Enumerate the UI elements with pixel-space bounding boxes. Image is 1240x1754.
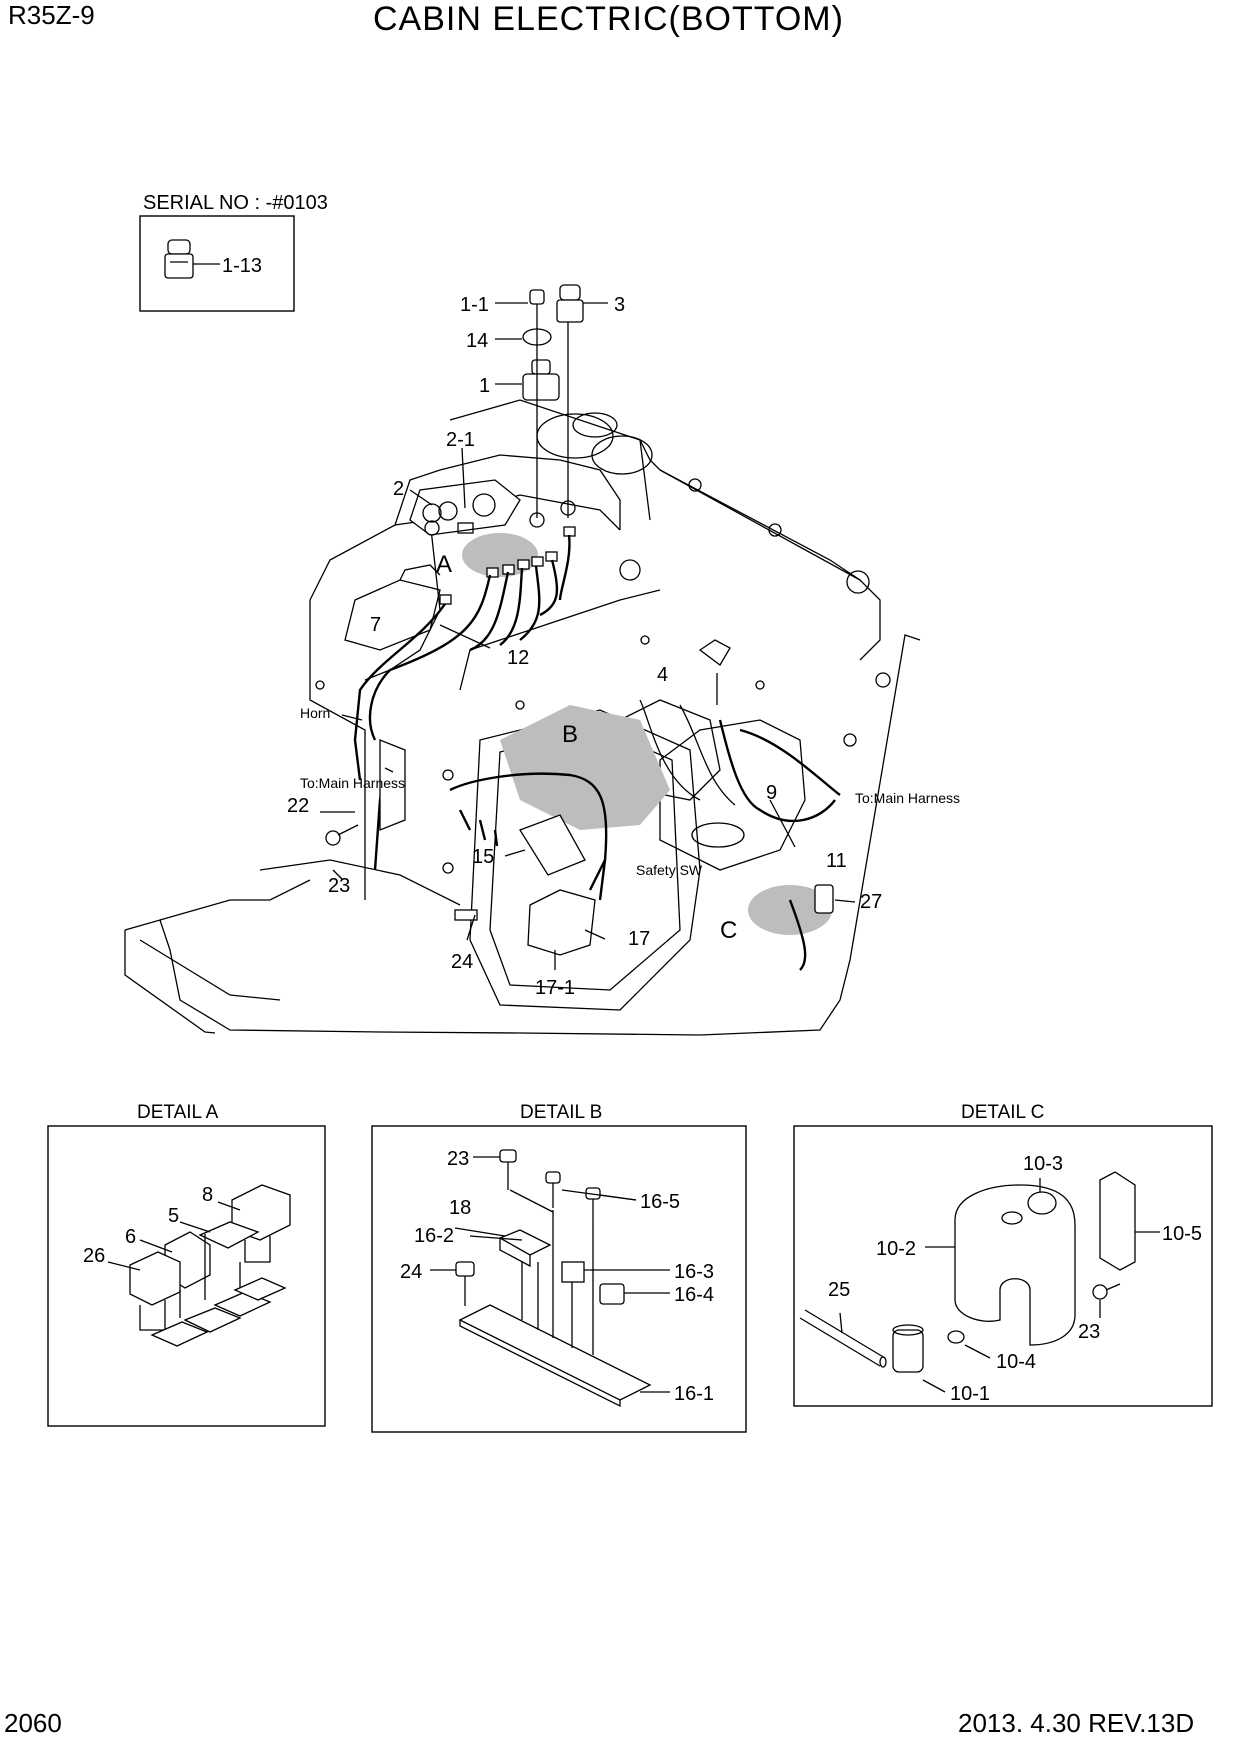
detail-b-label-16-2: 16-2 — [414, 1225, 454, 1247]
detail-a-label-6: 6 — [125, 1226, 136, 1248]
serial-frame — [139, 215, 295, 312]
label-3: 3 — [614, 294, 625, 316]
detail-b-label-23: 23 — [447, 1148, 469, 1170]
label-22: 22 — [287, 795, 309, 817]
detail-area-b — [500, 705, 670, 830]
note-safety-sw: Safety SW — [636, 862, 703, 878]
serial-caption: SERIAL NO : -#0103 — [143, 192, 328, 214]
washer-pump-icon — [892, 1329, 924, 1373]
label-14: 14 — [466, 330, 488, 352]
detail-a-label-5: 5 — [168, 1205, 179, 1227]
starter-switch-icon — [522, 359, 560, 401]
detail-b-label-16-4: 16-4 — [674, 1284, 714, 1306]
marker-a: A — [436, 551, 452, 578]
detail-a-frame — [47, 1125, 326, 1427]
detail-c-label-10-3: 10-3 — [1023, 1153, 1063, 1175]
model-code: R35Z-9 — [8, 0, 95, 30]
detail-c-label-23: 23 — [1078, 1321, 1100, 1343]
detail-b-label-16-3: 16-3 — [674, 1261, 714, 1283]
label-9: 9 — [766, 782, 777, 804]
detail-area-a — [462, 533, 538, 577]
label-1-13: 1-13 — [222, 255, 262, 277]
label-27: 27 — [860, 891, 882, 913]
detail-c-label-10-4: 10-4 — [996, 1351, 1036, 1373]
leader-lines — [320, 302, 856, 970]
detail-area-c — [748, 885, 832, 935]
detail-b-label-16-1: 16-1 — [674, 1383, 714, 1405]
ignition-switch-icon — [164, 239, 194, 279]
label-12: 12 — [507, 647, 529, 669]
label-23-main: 23 — [328, 875, 350, 897]
detail-b: DETAIL B — [371, 1102, 747, 1433]
detail-b-label-24: 24 — [400, 1261, 422, 1283]
detail-c-label-25: 25 — [828, 1279, 850, 1301]
note-to-main-harness-right: To:Main Harness — [855, 790, 960, 806]
detail-b-caption: DETAIL B — [520, 1102, 602, 1123]
detail-a: DETAIL A 8 5 6 26 — [47, 1102, 326, 1427]
label-11: 11 — [826, 850, 847, 872]
label-2: 2 — [393, 478, 404, 500]
revision-date: 2013. 4.30 REV.13D — [958, 1708, 1195, 1738]
detail-a-label-8: 8 — [202, 1184, 213, 1206]
detail-b-label-16-5: 16-5 — [640, 1191, 680, 1213]
label-7: 7 — [370, 614, 381, 636]
key-icon — [529, 289, 545, 322]
bolt-icon — [545, 1171, 561, 1208]
label-1: 1 — [479, 375, 490, 397]
detail-b-frame — [371, 1125, 747, 1433]
note-to-main-harness-left: To:Main Harness — [300, 775, 405, 791]
label-4: 4 — [657, 664, 668, 686]
marker-c: C — [720, 917, 737, 944]
bolt-icon — [455, 1261, 475, 1306]
marker-b: B — [562, 721, 578, 748]
label-1-1: 1-1 — [460, 294, 489, 316]
bolt-icon — [499, 1149, 517, 1190]
detail-c-label-10-2: 10-2 — [876, 1238, 916, 1260]
label-2-1: 2-1 — [446, 429, 475, 451]
page-title: CABIN ELECTRIC(BOTTOM) — [373, 0, 844, 38]
label-17: 17 — [628, 928, 650, 950]
note-horn: Horn — [300, 705, 330, 721]
serial-box: SERIAL NO : -#0103 1-13 — [139, 192, 328, 312]
detail-c: DETAIL C 10-3 10-2 10-5 25 23 10-4 — [793, 1102, 1213, 1407]
detail-a-label-26: 26 — [83, 1245, 105, 1267]
detail-a-caption: DETAIL A — [137, 1102, 219, 1123]
washer-tank-icon — [954, 1184, 1076, 1346]
detail-c-label-10-1: 10-1 — [950, 1383, 990, 1405]
detail-c-label-10-5: 10-5 — [1162, 1223, 1202, 1245]
label-24-main: 24 — [451, 951, 473, 973]
ignition-icon — [556, 284, 584, 323]
detail-c-caption: DETAIL C — [961, 1102, 1044, 1123]
detail-c-frame — [793, 1125, 1213, 1407]
page-number: 2060 — [4, 1708, 62, 1738]
label-15: 15 — [472, 846, 494, 868]
label-17-1: 17-1 — [535, 977, 575, 999]
detail-b-label-18: 18 — [449, 1197, 471, 1219]
